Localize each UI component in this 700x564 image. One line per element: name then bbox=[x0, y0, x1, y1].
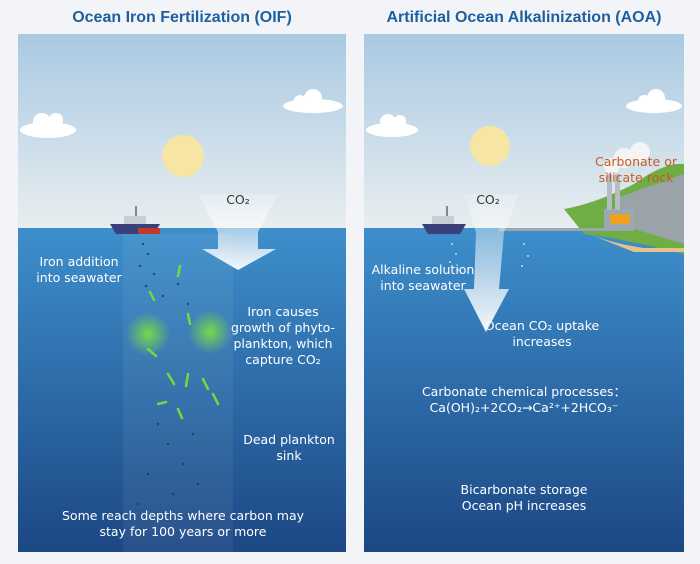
co2-arrow bbox=[198, 194, 278, 270]
iron-addition-label: Iron addition into seawater bbox=[36, 254, 122, 285]
storage-label: Bicarbonate storage Ocean pH increases bbox=[460, 482, 588, 513]
oif-title: Ocean Iron Fertilization (OIF) bbox=[72, 9, 292, 26]
iron-causes-label: Iron causes growth of phyto- plankton, w… bbox=[230, 304, 336, 367]
plankton-bloom bbox=[126, 312, 170, 356]
plankton bbox=[146, 264, 220, 420]
rock-label: Carbonate or silicate rock bbox=[594, 154, 678, 185]
co2-arrow bbox=[464, 194, 519, 332]
pipe bbox=[499, 228, 604, 231]
alkaline-particles bbox=[449, 243, 529, 271]
cloud-icon bbox=[626, 89, 682, 113]
cloud-icon bbox=[283, 89, 343, 113]
coast-illustration bbox=[499, 142, 684, 254]
aoa-co2-label: CO₂ bbox=[476, 192, 500, 207]
equation-label: Ca(OH)₂+2CO₂→Ca²⁺+2HCO₃⁻ bbox=[429, 400, 619, 415]
sun-icon bbox=[162, 135, 204, 177]
dead-plankton-label: Dead plankton sink bbox=[243, 432, 335, 463]
oif-illustration bbox=[18, 34, 346, 552]
oif-panel: CO₂ Iron addition into seawater Iron cau… bbox=[18, 34, 346, 552]
plankton-bloom bbox=[188, 310, 232, 354]
uptake-label: Ocean CO₂ uptake increases bbox=[484, 318, 600, 349]
smoke-icon bbox=[604, 142, 650, 174]
sun-icon bbox=[470, 126, 510, 166]
cloud-icon bbox=[366, 114, 418, 137]
processes-label: Carbonate chemical processes： bbox=[421, 384, 627, 399]
ship-icon bbox=[422, 206, 466, 234]
truck-icon bbox=[610, 214, 630, 224]
ship-icon bbox=[110, 206, 160, 234]
alkaline-label: Alkaline solution into seawater bbox=[371, 262, 475, 293]
cloud-icon bbox=[20, 113, 76, 138]
depths-label: Some reach depths where carbon may stay … bbox=[61, 508, 305, 539]
aoa-title: Artificial Ocean Alkalinization (AOA) bbox=[386, 9, 662, 26]
iron-particles bbox=[136, 242, 200, 506]
oif-co2-label: CO₂ bbox=[226, 192, 250, 207]
aoa-panel: CO₂ Carbonate or silicate rock Alkaline … bbox=[364, 34, 684, 552]
aoa-illustration bbox=[364, 34, 684, 552]
